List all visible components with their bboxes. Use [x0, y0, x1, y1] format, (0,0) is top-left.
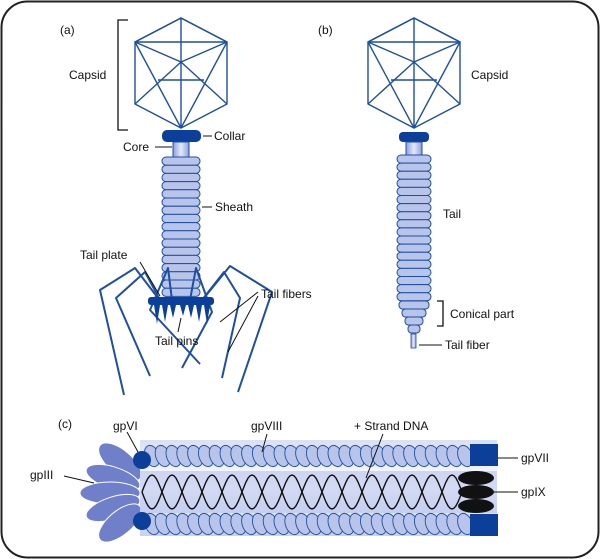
tail-ring	[396, 276, 432, 286]
gpVIII-coat-bottom	[143, 512, 474, 536]
sheath-ring	[161, 156, 201, 166]
tail-label-b: Tail	[443, 207, 461, 221]
tail-ring	[396, 292, 432, 302]
tail-ring	[396, 178, 432, 188]
core-label: Core	[123, 140, 149, 154]
tail-ring	[396, 243, 432, 253]
collar-a	[162, 130, 201, 142]
gpVI-sphere-bottom	[133, 512, 151, 530]
sheath-ring	[161, 172, 201, 183]
tail-fiber-b	[410, 333, 417, 349]
collar-label: Collar	[214, 129, 245, 143]
strand-dna-label: + Strand DNA	[354, 419, 428, 433]
panel-b-label: (b)	[318, 23, 333, 37]
capsid-bracket-a	[117, 19, 128, 131]
sheath-ring	[161, 230, 201, 240]
sheath-ring	[161, 197, 201, 207]
conical-ring	[401, 308, 427, 318]
tail-fiber-label: Tail fiber	[445, 338, 490, 352]
tail-ring	[396, 162, 432, 172]
capsid-a-icon	[134, 17, 228, 129]
tail-ring	[396, 186, 432, 196]
sheath-ring	[161, 181, 201, 191]
dna-helix	[141, 474, 463, 510]
gpVII-label: gpVII	[521, 451, 549, 465]
tail-fibers-a	[99, 265, 273, 396]
tail-ring	[396, 195, 432, 205]
sheath-ring	[161, 205, 201, 215]
gpIX-label: gpIX	[521, 485, 546, 499]
conical-part-b	[398, 300, 430, 334]
sheath-ring	[161, 246, 201, 256]
sheath-a	[161, 156, 201, 297]
tail-ring	[396, 259, 432, 269]
panel-b: (b) Capsid Tail Conical part Tail fiber	[318, 17, 515, 352]
tail-ring	[396, 203, 432, 213]
tail-fibers-label: Tail fibers	[261, 287, 312, 301]
sheath-ring	[161, 189, 201, 199]
sheath-ring	[161, 213, 201, 224]
conical-ring	[407, 324, 421, 334]
gpVI-label: gpVI	[113, 419, 138, 433]
gpIII-label: gpIII	[30, 468, 53, 482]
tail-ring	[396, 219, 432, 229]
tail-ring	[396, 284, 432, 294]
conical-ring	[398, 300, 430, 310]
tail-pins-a	[154, 305, 210, 324]
tail-ring	[396, 267, 432, 277]
sheath-ring	[161, 287, 201, 297]
core-b	[405, 141, 423, 156]
panel-c: (c)	[30, 417, 549, 543]
capsid-label-a: Capsid	[69, 68, 106, 82]
panel-a: (a) Capsid Collar Core Sheath	[60, 17, 312, 396]
tail-pins-label: Tail pins	[155, 334, 198, 348]
collar-b	[399, 132, 429, 142]
tail-ring	[396, 154, 432, 164]
sheath-ring	[161, 254, 201, 265]
gpIII-petals	[79, 442, 142, 543]
gpVI-sphere-top	[133, 451, 151, 469]
tail-plate-a	[148, 297, 214, 305]
panel-c-label: (c)	[58, 417, 72, 431]
tail-ring	[396, 170, 432, 180]
sheath-label: Sheath	[215, 200, 253, 214]
panel-a-label: (a)	[60, 23, 75, 37]
conical-ring	[404, 316, 424, 326]
conical-bracket	[437, 300, 444, 327]
sheath-ring	[161, 222, 201, 232]
gpVII-block-top	[470, 444, 498, 466]
tail-ring	[396, 235, 432, 245]
tail-ring	[396, 211, 432, 221]
gpVIII-label: gpVIII	[251, 419, 282, 433]
tail-ring	[396, 227, 432, 237]
capsid-label-b: Capsid	[471, 68, 508, 82]
core-a	[172, 141, 190, 158]
capsid-b-icon	[367, 17, 461, 129]
sheath-ring	[161, 164, 201, 174]
conical-part-label: Conical part	[450, 307, 515, 321]
sheath-ring	[161, 238, 201, 248]
tail-ring	[396, 251, 432, 261]
gpIX-ellipses	[458, 471, 494, 513]
gpVII-block-bottom	[470, 514, 498, 536]
tail-b	[396, 154, 432, 302]
gpVIII-coat-top	[143, 444, 474, 468]
tail-plate-label: Tail plate	[80, 248, 128, 262]
